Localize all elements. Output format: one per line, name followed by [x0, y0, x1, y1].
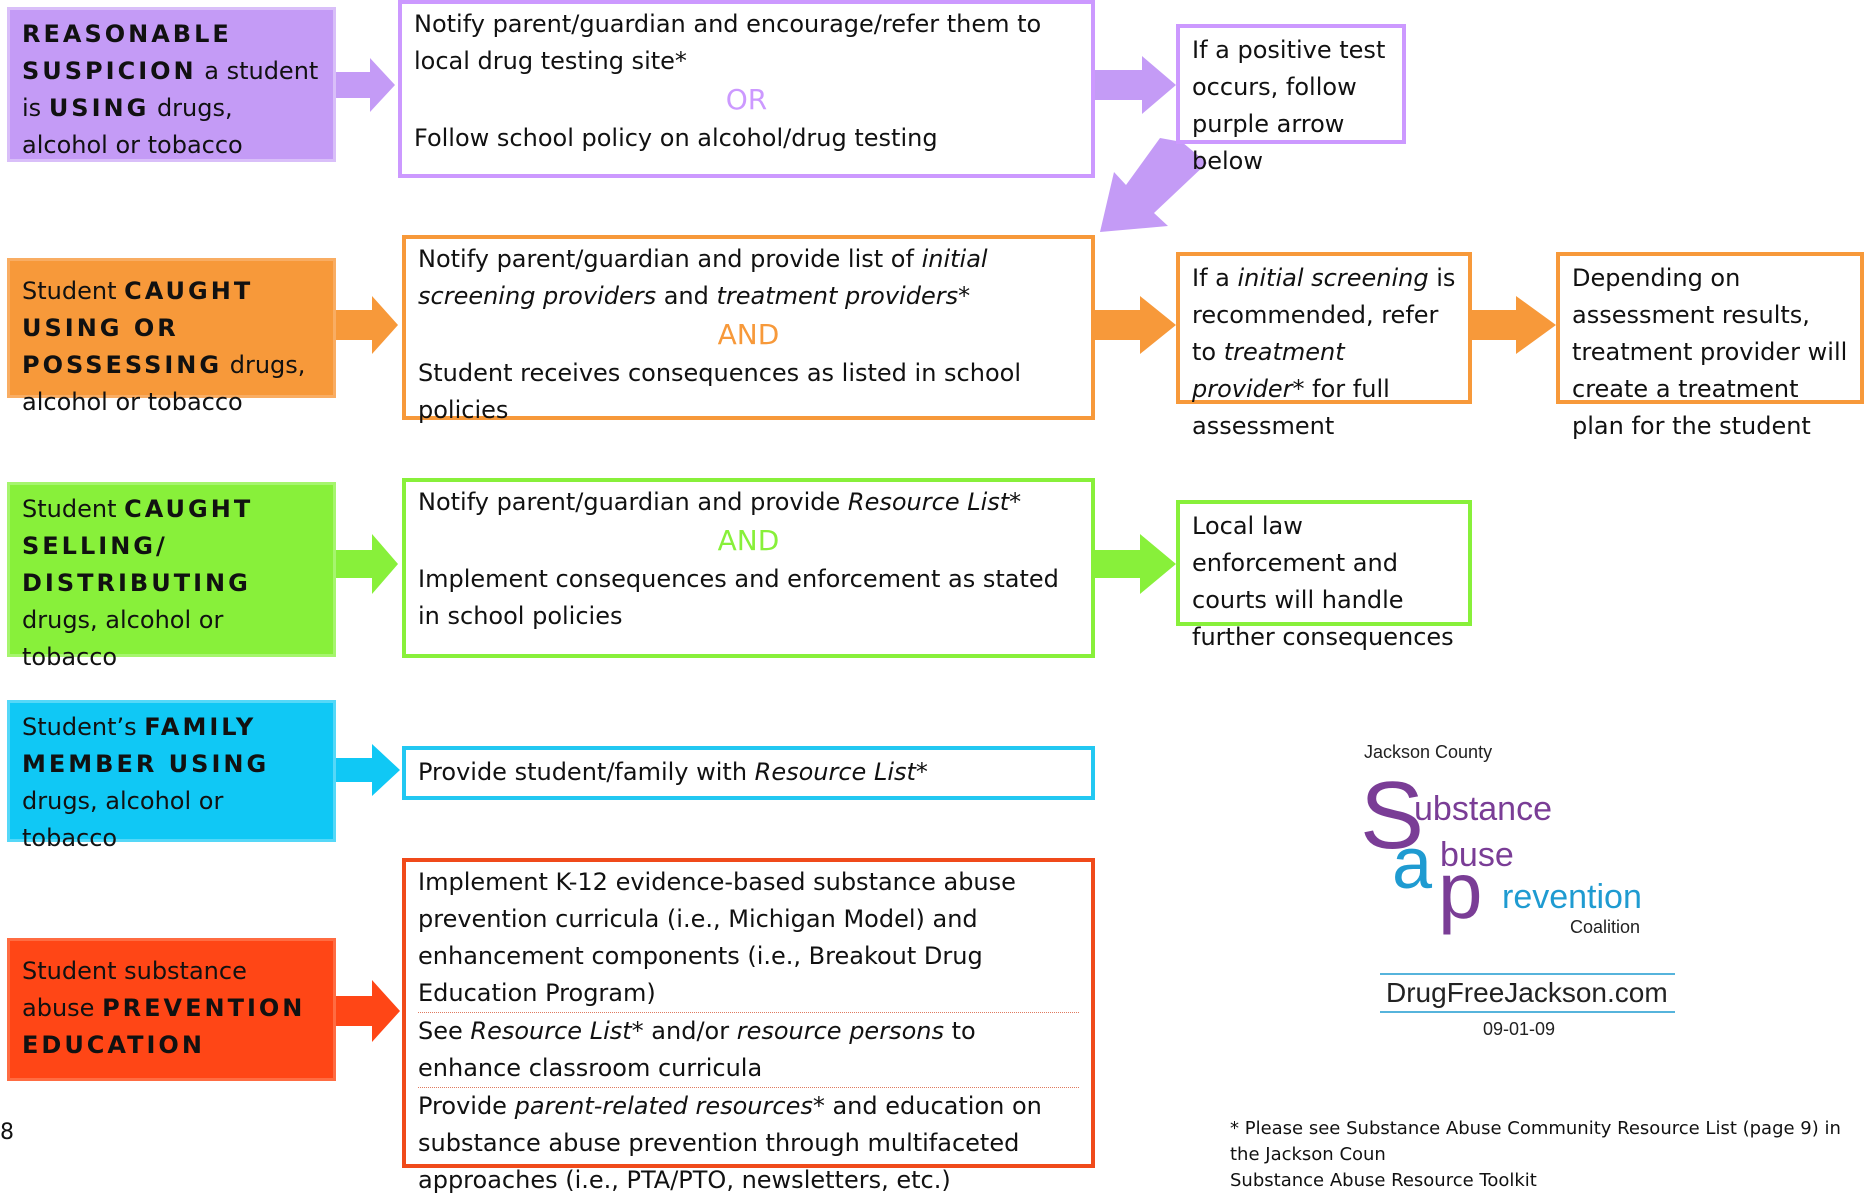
action-red-item1: Implement K-12 evidence-based substance …	[418, 868, 1016, 1007]
action-orange-line1: Notify parent/guardian and provide list …	[418, 245, 988, 310]
arrow-purple-1	[336, 58, 395, 112]
logo-big-s: S	[1360, 762, 1424, 869]
connector-or: OR	[725, 83, 768, 116]
outcome-box-orange-2: Depending on assessment results, treatme…	[1556, 252, 1864, 440]
logo-big-a: a	[1392, 824, 1433, 904]
category-family-member: Student’s FAMILY MEMBER USING drugs, alc…	[7, 700, 336, 852]
flow-arrows	[336, 56, 1556, 1042]
action-green-line2: Implement consequences and enforcement a…	[418, 565, 1059, 630]
action-box-orange: Notify parent/guardian and provide list …	[402, 235, 1095, 424]
category-reasonable-suspicion: REASONABLE SUSPICION a student is USING …	[7, 7, 336, 162]
outcome-box-orange: If a initial screening is recommended, r…	[1176, 252, 1472, 440]
outcome-box-green: Local law enforcement and courts will ha…	[1176, 500, 1472, 651]
logo-county: Jackson County	[1364, 742, 1492, 762]
arrow-purple-2	[1094, 56, 1176, 114]
action-purple-line1: Notify parent/guardian and encourage/ref…	[414, 10, 1042, 75]
page-corner-mark: 8	[0, 1120, 14, 1145]
action-purple-line2: Follow school policy on alcohol/drug tes…	[414, 124, 938, 152]
category-caught-selling: Student CAUGHT SELLING/ DISTRIBUTING dru…	[7, 482, 336, 671]
action-box-purple: Notify parent/guardian and encourage/ref…	[398, 0, 1095, 178]
logo-line3: revention	[1502, 878, 1642, 916]
arrow-purple-diagonal	[1100, 138, 1207, 232]
action-green-line1: Notify parent/guardian and provide Resou…	[418, 488, 1022, 516]
action-red-item2: See Resource List* and/or resource perso…	[418, 1012, 1079, 1087]
logo-website: DrugFreeJackson.com	[1386, 977, 1668, 1008]
arrow-blue-1	[336, 744, 400, 796]
logo-big-p: p	[1438, 846, 1483, 935]
outcome-purple-text: If a positive test occurs, follow purple…	[1192, 36, 1386, 175]
action-box-green: Notify parent/guardian and provide Resou…	[402, 478, 1095, 658]
logo-line1: ubstance	[1414, 790, 1552, 828]
arrow-orange-2	[1094, 296, 1176, 354]
connector-and-orange: AND	[717, 318, 780, 351]
logo-coalition: Coalition	[1570, 917, 1640, 937]
logo-graphic: Jackson County S ubstance a buse p reven…	[1360, 742, 1675, 1039]
logo-line2: buse	[1440, 836, 1514, 874]
action-orange-line2: Student receives consequences as listed …	[418, 359, 1021, 424]
action-red-item3: Provide parent-related resources* and ed…	[418, 1087, 1079, 1199]
arrow-red-1	[336, 980, 400, 1042]
action-box-red: Implement K-12 evidence-based substance …	[402, 858, 1095, 1194]
arrow-green-1	[336, 534, 398, 594]
sap-coalition-logo: Jackson County S ubstance a buse p reven…	[1350, 740, 1700, 1040]
connector-and-green: AND	[717, 524, 780, 557]
arrow-orange-1	[336, 296, 398, 354]
logo-date: 09-01-09	[1483, 1019, 1555, 1039]
category-prevention-education: Student substance abuse PREVENTION EDUCA…	[7, 938, 336, 1081]
arrow-orange-3	[1470, 296, 1556, 354]
arrow-green-2	[1094, 534, 1176, 594]
footnote: * Please see Substance Abuse Community R…	[1230, 1118, 1841, 1191]
outcome-box-purple: If a positive test occurs, follow purple…	[1176, 24, 1406, 175]
category-caught-using: Student CAUGHT USING OR POSSESSING drugs…	[7, 258, 336, 416]
action-box-blue: Provide student/family with Resource Lis…	[402, 746, 1095, 800]
